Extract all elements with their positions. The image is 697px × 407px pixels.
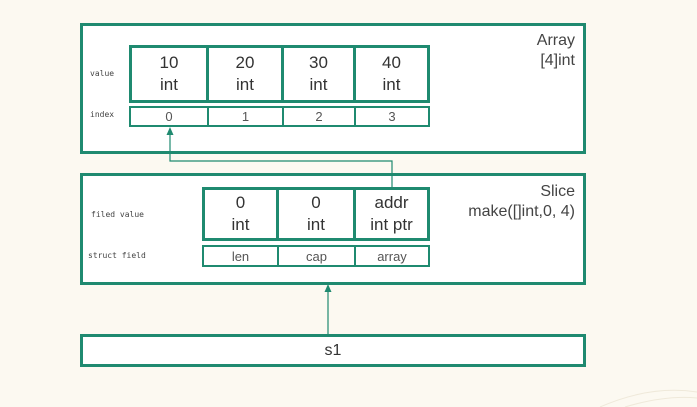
- array-index-cell: 2: [282, 106, 356, 127]
- array-row-label-index: index: [90, 110, 115, 119]
- variable-s1-box: s1: [80, 334, 586, 367]
- slice-title-type: make([]int,0, 4): [468, 203, 575, 220]
- array-cell-type: int: [382, 75, 401, 94]
- array-index-cell: 0: [129, 106, 209, 127]
- array-cell-index: 3: [388, 109, 396, 124]
- array-cell-value: 30: [309, 53, 328, 72]
- slice-field-cell: cap: [277, 245, 356, 267]
- array-cell-value: 10: [159, 53, 179, 72]
- array-title: Array [4]int: [537, 31, 575, 71]
- array-value-cell: 20 int: [206, 45, 284, 103]
- array-cell-type: int: [160, 75, 178, 94]
- slice-title: Slice make([]int,0, 4): [468, 182, 575, 222]
- slice-cell-field: cap: [306, 248, 327, 264]
- slice-value-cell: addr int ptr: [353, 187, 430, 241]
- array-cell-value: 40: [382, 53, 401, 72]
- slice-cell-type: int: [307, 215, 325, 234]
- slice-cell-field: len: [231, 248, 250, 264]
- variable-s1-label: s1: [324, 341, 342, 359]
- slice-cell-field: array: [377, 248, 407, 264]
- array-cell-index: 2: [315, 109, 323, 124]
- array-value-cell: 40 int: [353, 45, 430, 103]
- array-value-cell: 30 int: [281, 45, 356, 103]
- slice-row-label-field: struct field: [88, 251, 146, 260]
- array-cell-type: int: [309, 75, 328, 94]
- slice-cell-type: int ptr: [370, 215, 413, 234]
- s1-arrowhead: [324, 284, 332, 292]
- array-index-cell: 1: [207, 106, 284, 127]
- array-cell-value: 20: [235, 53, 255, 72]
- slice-title-name: Slice: [540, 183, 575, 200]
- slice-value-cell: 0 int: [202, 187, 279, 241]
- slice-field-cell: len: [202, 245, 279, 267]
- slice-cell-value: addr: [374, 193, 409, 212]
- decorative-arc: [624, 396, 697, 407]
- array-value-cell: 10 int: [129, 45, 209, 103]
- array-row-label-value: value: [90, 69, 115, 78]
- array-index-cell: 3: [354, 106, 430, 127]
- slice-cell-type: int: [231, 215, 250, 234]
- array-cell-type: int: [236, 75, 254, 94]
- slice-cell-value: 0: [235, 193, 246, 212]
- array-cell-index: 0: [165, 109, 173, 124]
- slice-cell-value: 0: [311, 193, 321, 212]
- decorative-arc: [599, 389, 697, 407]
- array-title-name: Array: [536, 32, 575, 49]
- slice-field-cell: array: [354, 245, 430, 267]
- array-cell-index: 1: [241, 109, 250, 124]
- slice-row-label-value: filed value: [91, 210, 144, 219]
- array-title-type: [4]int: [540, 52, 575, 69]
- slice-value-cell: 0 int: [276, 187, 356, 241]
